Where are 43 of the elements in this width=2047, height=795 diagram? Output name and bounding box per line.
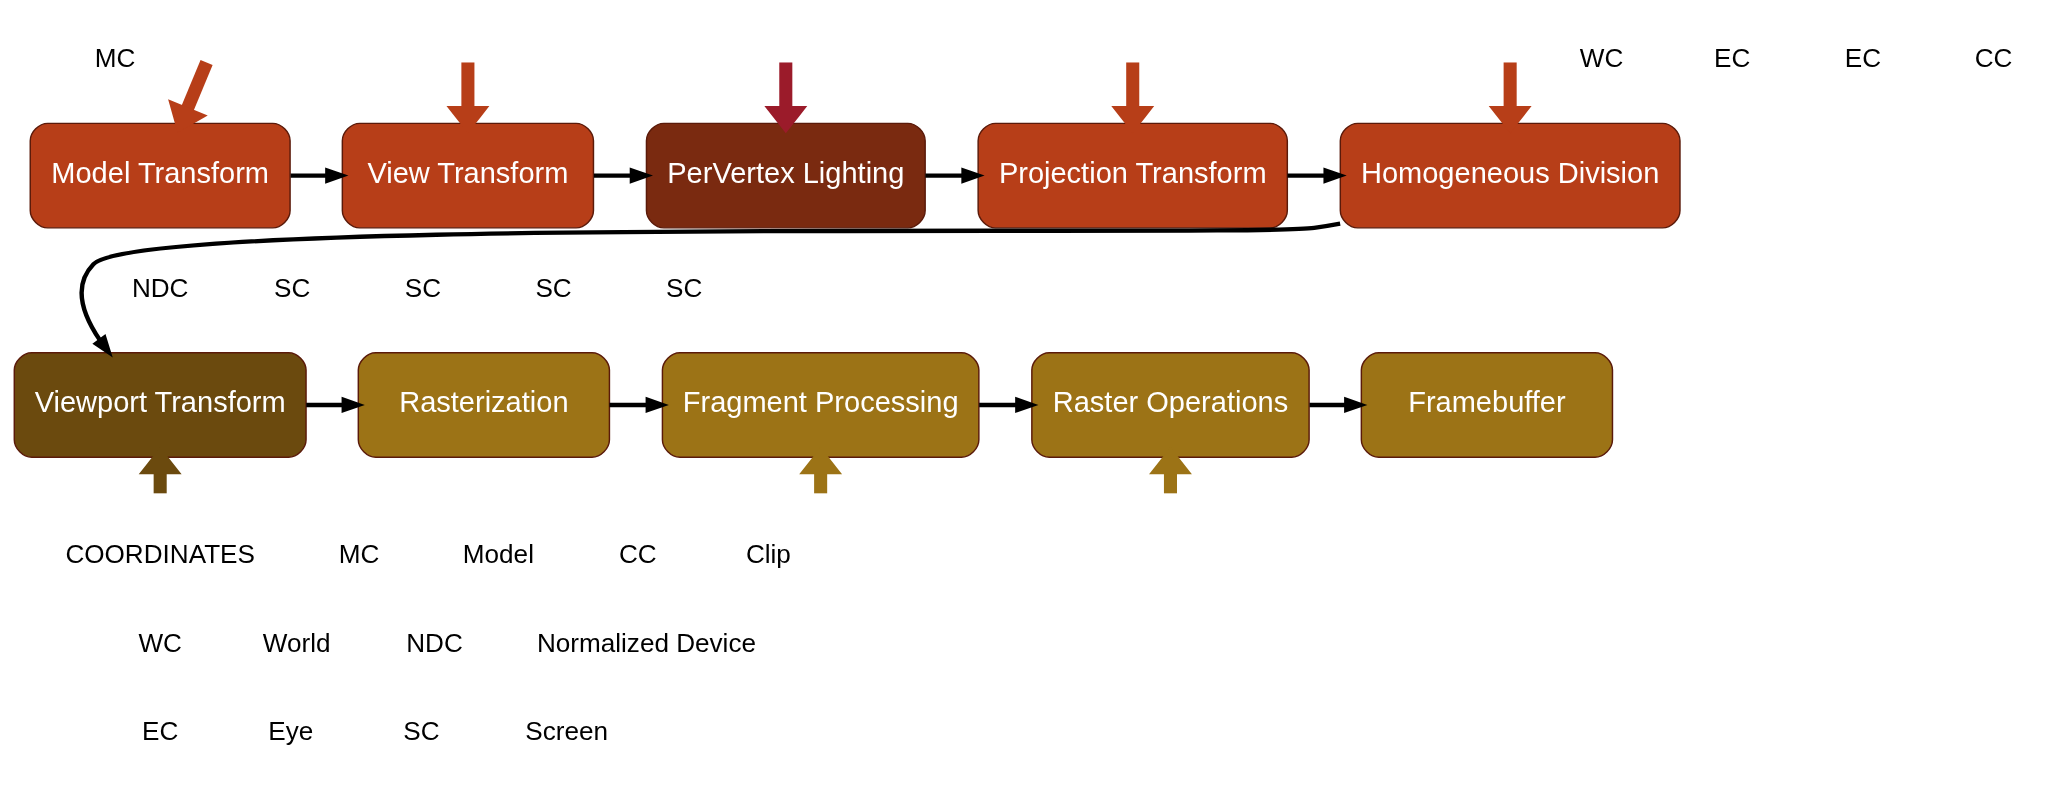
arrow [79, 221, 1341, 358]
node-box: Viewport Transform [13, 351, 307, 458]
arrow [979, 396, 1039, 414]
arrow [1287, 167, 1347, 184]
label: SC [404, 272, 442, 303]
node-box: Framebuffer [1360, 351, 1614, 458]
label: COORDINATES [65, 539, 255, 570]
label: NDC [406, 627, 463, 658]
label: EC [1844, 43, 1882, 74]
arrow [925, 167, 985, 184]
label: EC [142, 716, 179, 747]
label: World [262, 627, 331, 658]
node-box: PerVertex Lighting [645, 122, 926, 229]
label: WC [1579, 43, 1624, 74]
label: EC [1714, 43, 1751, 74]
label: SC [535, 272, 572, 303]
label: WC [138, 627, 182, 658]
node-box: Fragment Processing [661, 351, 980, 458]
node-box: Raster Operations [1031, 351, 1310, 458]
arrow [1309, 396, 1368, 414]
node-box: View Transform [341, 122, 595, 229]
node-box: Rasterization [357, 351, 611, 458]
label: MC [338, 539, 380, 570]
label: SC [666, 272, 703, 303]
label: CC [618, 539, 657, 570]
node-box: Model Transform [29, 122, 291, 229]
label: Screen [525, 716, 608, 747]
arrow [764, 62, 808, 134]
label: MC [94, 43, 136, 74]
label: Clip [745, 539, 791, 570]
label: SC [274, 272, 311, 303]
node-box: Homogeneous Division [1339, 122, 1681, 229]
label: SC [403, 716, 440, 747]
arrow [593, 167, 653, 184]
node-box: Projection Transform [977, 122, 1289, 229]
label: CC [1974, 43, 2013, 74]
arrow [306, 396, 365, 414]
label: Eye [268, 716, 314, 747]
arrow [609, 396, 669, 414]
arrow [290, 167, 349, 184]
label: NDC [131, 272, 189, 303]
label: Normalized Device [536, 627, 756, 658]
label: Model [462, 539, 534, 570]
